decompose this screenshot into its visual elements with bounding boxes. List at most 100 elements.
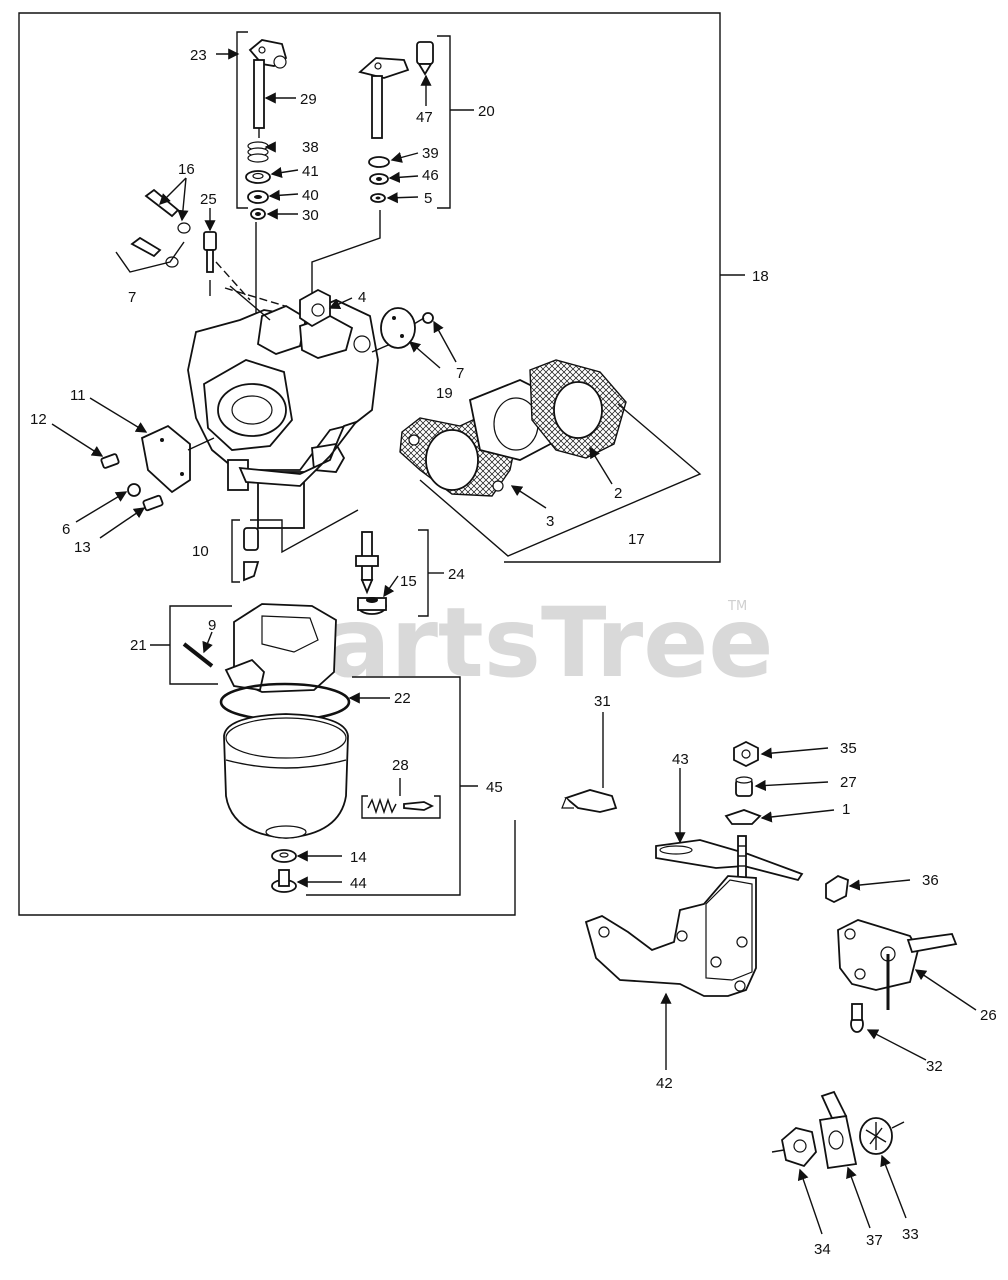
callout-44: 44 — [350, 875, 367, 892]
screw-part-32 — [850, 1003, 864, 1033]
callout-6: 6 — [62, 521, 70, 538]
callout-35: 35 — [840, 740, 857, 757]
seal-part-40 — [247, 190, 269, 204]
bowl-nut-15 — [357, 597, 387, 615]
carburetor-body — [187, 288, 379, 529]
choke-centerline — [311, 210, 381, 300]
seal-part-46 — [369, 173, 389, 185]
callout-13: 13 — [74, 539, 91, 556]
callout-5: 5 — [424, 190, 432, 207]
callout-15: 15 — [400, 573, 417, 590]
callout-10: 10 — [192, 543, 209, 560]
callout-27: 27 — [840, 774, 857, 791]
watermark-trademark: TM — [727, 599, 747, 614]
callout-31: 31 — [594, 693, 611, 710]
bushing-part-36 — [825, 874, 849, 904]
callout-17: 17 — [628, 531, 645, 548]
nut-part-35 — [733, 740, 759, 768]
bracket-17 — [419, 403, 702, 557]
drain-spring-part — [367, 797, 435, 815]
callout-43: 43 — [672, 751, 689, 768]
control-bracket-42 — [584, 875, 757, 997]
throttle-plate-11 — [140, 424, 191, 494]
callout-46: 46 — [422, 167, 439, 184]
washer-part-14 — [271, 849, 297, 863]
throttle-lever-43 — [655, 839, 804, 882]
callout-11: 11 — [70, 387, 86, 404]
clip-part-31 — [561, 789, 618, 813]
choke-shaft-part — [358, 41, 434, 139]
callout-38: 38 — [302, 139, 319, 156]
main-jet-screw-25 — [203, 231, 217, 296]
callout-34: 34 — [814, 1241, 831, 1258]
callout-19: 19 — [436, 385, 453, 402]
inlet-needle-10 — [243, 527, 260, 582]
callout-labels: 23 29 38 41 40 30 47 20 39 46 5 16 25 7 … — [30, 47, 997, 1258]
group-box-10 — [231, 519, 240, 583]
callout-47: 47 — [416, 109, 433, 126]
callout-18: 18 — [752, 268, 769, 285]
callout-28: 28 — [392, 757, 409, 774]
callout-33: 33 — [902, 1226, 919, 1243]
group-box-21 — [169, 605, 232, 685]
screw-part-6 — [127, 483, 141, 497]
callout-39: 39 — [422, 145, 439, 162]
float-part — [224, 603, 337, 693]
screw-part-7 — [413, 312, 434, 325]
callout-40: 40 — [302, 187, 319, 204]
clip-part-1 — [724, 809, 762, 825]
callout-21: 21 — [130, 637, 147, 654]
callout-24: 24 — [448, 566, 465, 583]
callout-22: 22 — [394, 690, 411, 707]
callout-12: 12 — [30, 411, 47, 428]
choke-plate-19 — [380, 307, 416, 349]
choke-lever-26 — [837, 919, 958, 1010]
washer-part-41 — [245, 170, 271, 184]
spring-part-38 — [247, 141, 269, 163]
callout-7b: 7 — [456, 365, 464, 382]
callout-4: 4 — [358, 289, 366, 306]
group-box-28 — [361, 795, 441, 819]
group-box-20 — [437, 35, 451, 209]
callout-2: 2 — [614, 485, 622, 502]
screw-part-12 — [100, 453, 120, 469]
bowl-bolt-44 — [271, 869, 297, 893]
callout-29: 29 — [300, 91, 317, 108]
idle-speed-screw-7 — [130, 236, 179, 268]
assembly-boundary-left — [18, 12, 516, 916]
screw-7-centerline — [224, 287, 286, 307]
callout-45: 45 — [486, 779, 503, 796]
main-nozzle-24 — [355, 531, 379, 595]
screw-part-13 — [142, 494, 164, 512]
stud-part — [737, 835, 747, 879]
float-needle-link — [250, 509, 359, 554]
callout-25: 25 — [200, 191, 217, 208]
gasket-part-2 — [529, 359, 627, 459]
body-leader-a — [229, 285, 271, 321]
callout-37: 37 — [866, 1232, 883, 1249]
callout-1: 1 — [842, 801, 850, 818]
float-pin-9 — [182, 642, 214, 668]
washer-part-39 — [368, 156, 390, 168]
callout-42: 42 — [656, 1075, 673, 1092]
group-box-23 — [236, 31, 248, 209]
callout-26: 26 — [980, 1007, 997, 1024]
throttle-shaft-part — [248, 39, 288, 138]
screw-25-centerline — [215, 261, 251, 301]
seal-part-30 — [250, 208, 266, 220]
nut-part-34 — [771, 1127, 817, 1168]
callout-16: 16 — [178, 161, 195, 178]
watermark-logo: PartsTree — [258, 587, 773, 699]
lockwasher-part-33 — [859, 1117, 905, 1155]
callout-3: 3 — [546, 513, 554, 530]
bushing-part-27 — [735, 776, 753, 797]
plate-11-connector — [187, 437, 215, 451]
bracket-7 — [115, 241, 185, 273]
callout-36: 36 — [922, 872, 939, 889]
assembly-boundary — [440, 12, 721, 563]
callout-41: 41 — [302, 163, 319, 180]
seal-part-5 — [370, 193, 386, 203]
callout-32: 32 — [926, 1058, 943, 1075]
callout-9: 9 — [208, 617, 216, 634]
